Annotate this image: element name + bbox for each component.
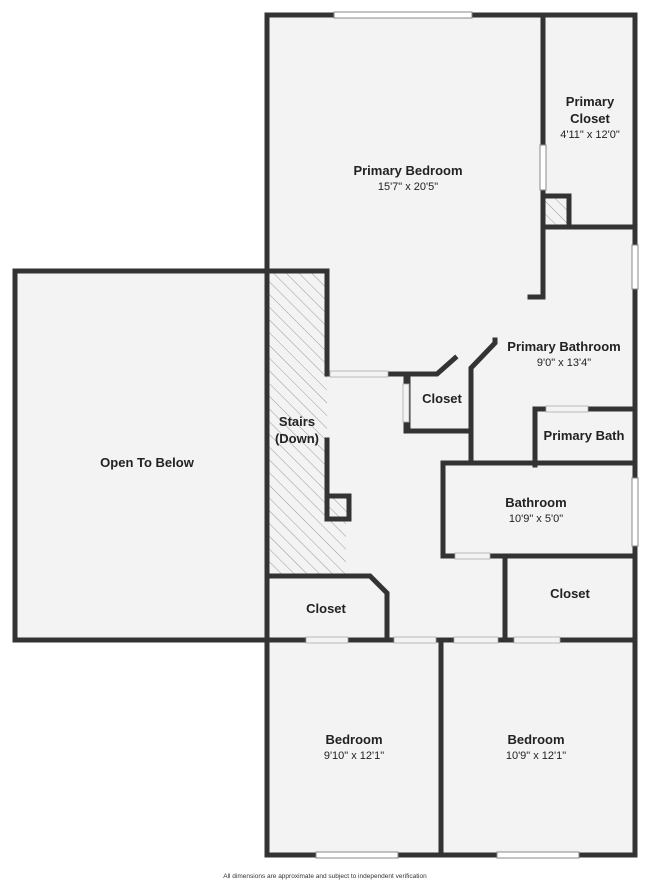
window-primary-bath-right: [631, 244, 639, 290]
room-labels: Primary Bedroom 15'7" x 20'5" Primary Cl…: [100, 94, 624, 880]
bathroom-dim: 10'9" x 5'0": [509, 513, 563, 525]
door-left-closet: [305, 636, 349, 644]
open-to-below-wall: [12, 268, 270, 643]
primary-closet-label-1: Primary: [566, 94, 615, 109]
stairs-label-1: Stairs: [279, 414, 315, 429]
door-center-closet: [402, 383, 410, 423]
bedroom-right-label: Bedroom: [507, 732, 564, 747]
primary-bath-wall: [527, 224, 546, 300]
utility-chase-hatch: [545, 198, 568, 227]
stair-newel-hatch: [329, 496, 349, 519]
upper-floor: [267, 15, 635, 855]
open-to-below-label: Open To Below: [100, 455, 195, 470]
door-stairs-hall: [329, 370, 389, 378]
center-closet-label: Closet: [422, 391, 462, 406]
door-primary-bath: [545, 405, 589, 413]
floor-fills: [15, 15, 635, 855]
primary-bedroom-label: Primary Bedroom: [353, 163, 462, 178]
window-bedroom-left: [315, 851, 399, 859]
stairs-wall: [264, 268, 330, 377]
windows: [315, 11, 639, 859]
window-bedroom-right: [496, 851, 580, 859]
chase-box: [540, 193, 572, 230]
door-openings: [305, 370, 589, 644]
stairs-label-2: (Down): [275, 431, 319, 446]
primary-bath-small-wall: [532, 406, 638, 468]
window-top: [333, 11, 473, 19]
window-primary-closet: [539, 144, 547, 191]
primary-bathroom-dim: 9'0" x 13'4": [537, 357, 591, 369]
bathroom-label: Bathroom: [505, 495, 566, 510]
primary-bedroom-dim: 15'7" x 20'5": [378, 181, 438, 193]
bedroom-left-dim: 9'10" x 12'1": [324, 750, 384, 762]
left-closet-wall: [264, 573, 390, 643]
door-hall-1: [393, 636, 437, 644]
window-bathroom-right: [631, 477, 639, 547]
primary-bathroom-label: Primary Bathroom: [507, 339, 620, 354]
right-closet-label: Closet: [550, 586, 590, 601]
footer-disclaimer: All dimensions are approximate and subje…: [223, 873, 427, 880]
door-hall-2: [453, 636, 499, 644]
open-to-below-floor: [15, 271, 267, 640]
left-closet-label: Closet: [306, 601, 346, 616]
bedroom-right-dim: 10'9" x 12'1": [506, 750, 566, 762]
door-bathroom: [454, 552, 491, 560]
primary-closet-dim: 4'11" x 12'0": [560, 129, 620, 141]
bedroom-left-label: Bedroom: [325, 732, 382, 747]
primary-closet-label-2: Closet: [570, 111, 610, 126]
door-right-closet: [513, 636, 561, 644]
walls: [12, 12, 638, 858]
primary-bath-label: Primary Bath: [544, 428, 625, 443]
